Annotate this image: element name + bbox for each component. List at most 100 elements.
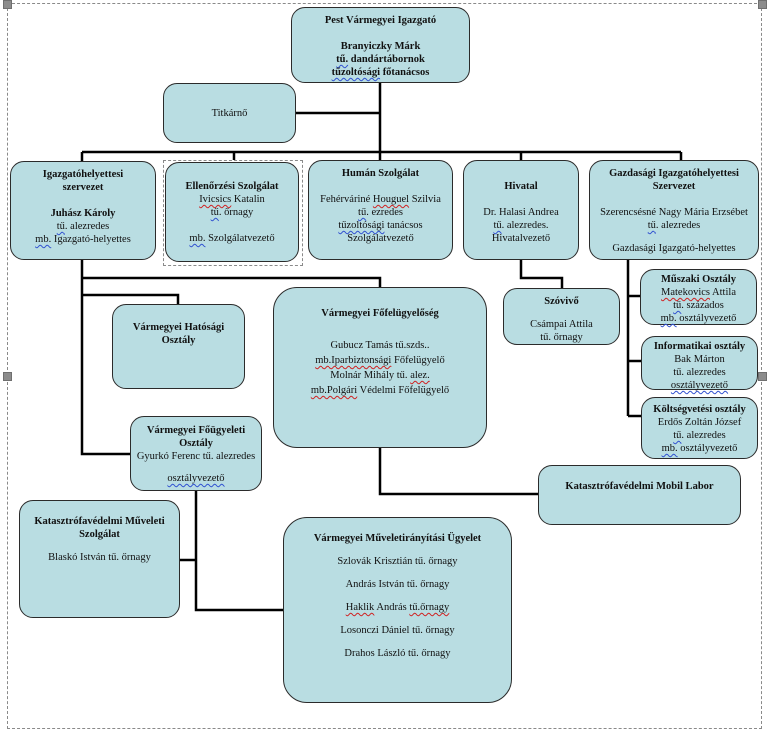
member-line: András István tű. őrnagy [345, 579, 450, 590]
member-line: Drahos László tű. őrnagy [344, 648, 451, 659]
connector-mid-bus [82, 276, 382, 288]
node-secretary[interactable]: Titkárnő [163, 83, 296, 143]
name-rest: Attila [710, 287, 736, 298]
node-title-2: Osztály [179, 438, 213, 449]
node-name: Szerencsésné Nagy Mária Erzsébet [600, 207, 748, 218]
rank: . őrnagy [218, 207, 254, 218]
node-title: Katasztrófavédelmi Mobil Labor [565, 481, 714, 492]
role-abbrev: mb.Iparbiztonsági [315, 355, 392, 366]
node-name: Dr. Halasi Andrea [483, 207, 559, 218]
selection-frame [7, 3, 762, 729]
node-name: Blaskó István tű. őrnagy [48, 552, 151, 563]
connector-mobile-lab [378, 448, 538, 496]
member-line: Gubucz Tamás tű.szds.. [330, 340, 430, 351]
node-ops-service[interactable]: Katasztrófavédelmi Műveleti Szolgálat Bl… [19, 500, 180, 618]
role: Főfelügyelő [391, 355, 445, 366]
role: Szolgálatvezető [205, 233, 275, 244]
role-abbrev: mb. [189, 233, 206, 244]
member-line: Szlovák Krisztián tű. őrnagy [337, 556, 458, 567]
role: osztályvezető [167, 473, 225, 484]
node-name: Branyiczky Márk [340, 41, 421, 52]
name-middle: Houguel [372, 194, 410, 205]
role: Gazdasági Igazgató-helyettes [612, 243, 736, 254]
rank-title-rest: tanácsos [384, 220, 423, 231]
node-duty[interactable]: Vármegyei Főügyeleti Osztály Gyurkó Fere… [130, 416, 262, 491]
node-mobile-lab[interactable]: Katasztrófavédelmi Mobil Labor [538, 465, 741, 525]
rank: . alezredes. [501, 220, 549, 231]
node-title: Műszaki Osztály [661, 274, 736, 285]
node-title: Vármegyei Főfelügyelőség [321, 308, 439, 319]
node-name: Erdős Zoltán József [657, 417, 742, 428]
node-title: Titkárnő [211, 108, 248, 119]
node-title: Humán Szolgálat [341, 168, 420, 179]
name-first: Matekovics [661, 287, 711, 298]
rank: . alezredes [64, 221, 110, 232]
node-it[interactable]: Informatikai osztály Bak Márton tű. alez… [641, 336, 758, 391]
node-name: Gyurkó Ferenc tű. alezredes [136, 451, 256, 462]
role: Hivatalvezető [491, 233, 551, 244]
role: Igazgató-helyettes [51, 234, 131, 245]
node-title: Igazgatóhelyettesi [42, 169, 124, 180]
rank-abbrev: tű [210, 207, 219, 218]
node-title: Szóvivő [544, 296, 579, 307]
node-authority[interactable]: Vármegyei Hatósági Osztály [112, 304, 245, 389]
node-tech[interactable]: Műszaki Osztály Matekovics Attila tű. sz… [640, 269, 757, 325]
node-spokes[interactable]: Szóvivő Csámpai Attila tű. őrnagy [503, 288, 620, 345]
selected-shape-outline [163, 160, 303, 266]
node-control[interactable]: Ellenőrzési Szolgálat Ivicsics Katalin t… [165, 162, 299, 262]
node-director[interactable]: Pest Vármegyei Igazgató Branyiczky Márk … [291, 7, 470, 83]
node-title-2: Szolgálat [79, 529, 120, 540]
rank-abbrev: tű [647, 220, 656, 231]
rank-abbrev: alez. [410, 370, 430, 381]
rank: . ezredes [366, 207, 403, 218]
node-title: Vármegyei Hatósági [132, 322, 225, 333]
role: osztályvezető [677, 443, 738, 454]
node-inspectorate[interactable]: Vármegyei Főfelügyelőség Gubucz Tamás tű… [273, 287, 487, 448]
node-title: Katasztrófavédelmi Műveleti [34, 516, 165, 527]
node-name: Bak Márton [674, 354, 725, 365]
rank: . alezredes [655, 220, 701, 231]
node-human[interactable]: Humán Szolgálat Fehérváriné Houguel Szil… [308, 160, 453, 260]
node-office[interactable]: Hivatal Dr. Halasi Andrea tű. alezredes.… [463, 160, 579, 260]
node-title-2: Szervezet [652, 181, 696, 192]
resize-handle-top-right[interactable] [758, 0, 767, 9]
connector-duty-down [194, 490, 284, 612]
role-abbrev: mb. [35, 234, 52, 245]
name-first: Ivicsics [199, 194, 232, 205]
node-title-2: szervezet [62, 182, 104, 193]
role: Szolgálatvezető [347, 233, 414, 244]
rank: . alezredes [681, 430, 726, 441]
node-econ[interactable]: Gazdasági Igazgatóhelyettesi Szervezet S… [589, 160, 759, 260]
role-abbrev: mb. [660, 313, 677, 324]
rank: . százados [681, 300, 724, 311]
resize-handle-top-left[interactable] [3, 0, 12, 9]
resize-handle-right[interactable] [758, 372, 767, 381]
node-title: Gazdasági Igazgatóhelyettesi [609, 168, 739, 179]
node-title: Vármegyei Műveletirányítási Ügyelet [313, 533, 482, 544]
node-title: Pest Vármegyei Igazgató [324, 15, 437, 26]
role: osztályvezető [670, 380, 729, 391]
connector-authority [82, 293, 180, 305]
node-title: Vármegyei Főügyeleti [146, 425, 246, 436]
member-line: Losonczi Dániel tű. őrnagy [340, 625, 455, 636]
rank-abbrev: tű [673, 300, 682, 311]
name-first: Fehérváriné [320, 194, 373, 205]
resize-handle-left[interactable] [3, 372, 12, 381]
connector-spokes [519, 260, 564, 288]
rank: tű. őrnagy [540, 332, 583, 343]
node-title: Költségvetési osztály [653, 404, 746, 415]
node-title: Ellenőrzési Szolgálat [185, 181, 279, 192]
role: osztályvezető [676, 313, 737, 324]
member-line: Molnár Mihály tű. [330, 370, 411, 381]
node-name: Juhász Károly [50, 208, 116, 219]
rank: tű.őrnagy [409, 602, 450, 613]
rank-abbrev: tű. [336, 54, 349, 65]
node-ops-control[interactable]: Vármegyei Műveletirányítási Ügyelet Szlo… [283, 517, 512, 703]
node-deputy[interactable]: Igazgatóhelyettesi szervezet Juhász Káro… [10, 161, 156, 260]
node-budget[interactable]: Költségvetési osztály Erdős Zoltán Józse… [641, 397, 758, 459]
name-rest: Katalin [231, 194, 265, 205]
node-name: Csámpai Attila [530, 319, 593, 330]
rank-abbrev: tű [358, 207, 367, 218]
role-abbrev: mb. [661, 443, 678, 454]
